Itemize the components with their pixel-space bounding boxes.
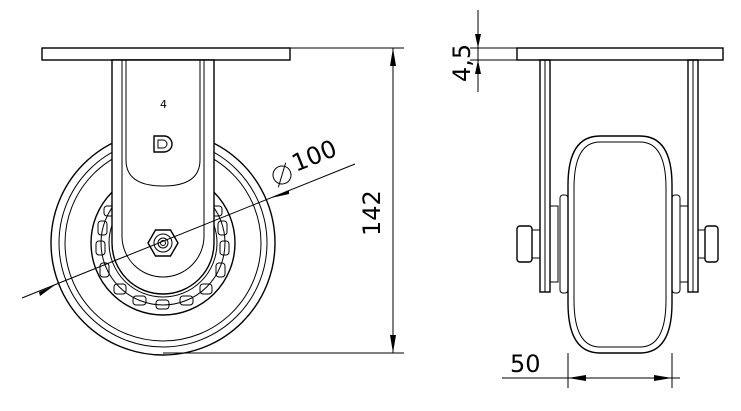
diameter-symbol-icon — [272, 162, 292, 188]
front-top-plate — [41, 47, 291, 61]
side-axle-bolt-right — [679, 205, 719, 283]
front-view: 4 100 — [21, 47, 404, 356]
height-value: 142 — [358, 190, 386, 236]
front-fork-inner — [121, 60, 205, 278]
side-view: 4,5 50 — [448, 10, 724, 388]
plate-thickness-dimension: 4,5 — [448, 10, 517, 92]
logo-icon — [153, 135, 173, 153]
height-dimension: 142 — [163, 47, 404, 354]
wheel-width-dimension: 50 — [502, 350, 680, 388]
axle-nut — [147, 229, 179, 257]
front-fork-recess — [125, 60, 201, 187]
side-top-plate — [516, 47, 724, 61]
front-fork — [111, 59, 215, 295]
side-axle-bolt-left — [516, 205, 559, 283]
mark-number: 4 — [160, 98, 167, 111]
hub-bumps — [95, 205, 230, 310]
side-wheel — [559, 135, 681, 354]
side-fork-legs — [539, 59, 699, 293]
diameter-value: 100 — [288, 134, 341, 177]
plate-thickness-value: 4,5 — [448, 44, 476, 82]
wheel-width-value: 50 — [510, 350, 541, 378]
